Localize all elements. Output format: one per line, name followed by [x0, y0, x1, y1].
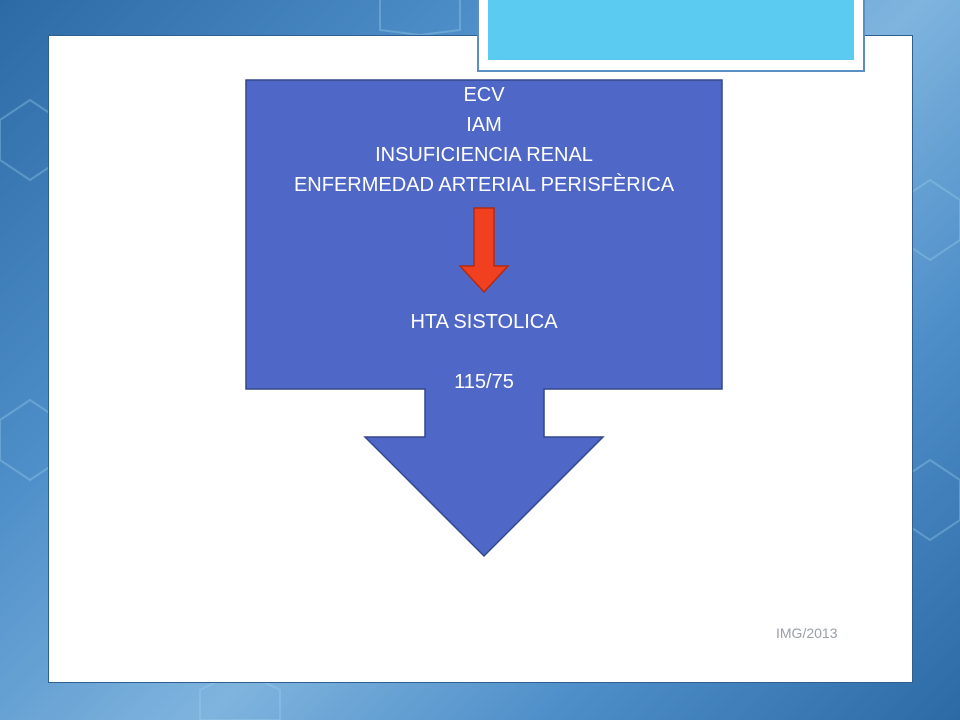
condition-item: INSUFICIENCIA RENAL	[375, 144, 593, 166]
condition-item: ECV	[463, 84, 505, 106]
condition-item: IAM	[466, 114, 502, 136]
down-arrow-callout-shape	[245, 79, 723, 558]
value-label: 115/75	[454, 371, 514, 393]
footer-label: IMG/2013	[776, 625, 838, 641]
red-down-arrow-icon	[458, 207, 510, 294]
title-accent-frame	[477, 0, 865, 72]
conditions-list: ECV IAM INSUFICIENCIA RENAL ENFERMEDAD A…	[246, 80, 722, 200]
result-label: HTA SISTOLICA	[410, 311, 558, 333]
condition-item: ENFERMEDAD ARTERIAL PERISFÈRICA	[293, 174, 675, 196]
title-accent-fill	[488, 0, 854, 60]
